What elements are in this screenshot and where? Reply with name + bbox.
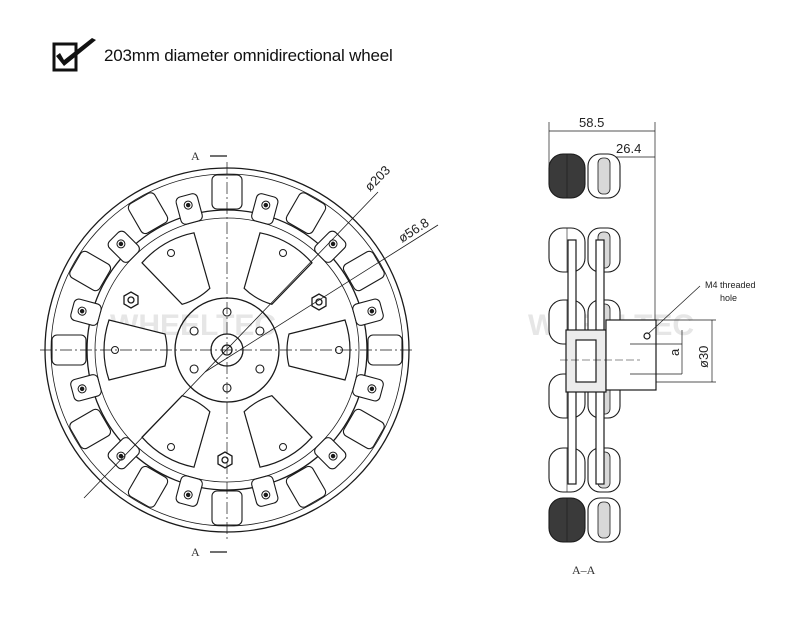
plate-hole bbox=[279, 249, 287, 258]
note-m4-line2: hole bbox=[720, 293, 737, 303]
roller-axle-center bbox=[369, 308, 375, 314]
plate-hole bbox=[279, 442, 287, 451]
side-roller-right bbox=[587, 153, 621, 199]
spoke-cutout bbox=[243, 232, 313, 305]
hex-nut bbox=[311, 293, 327, 311]
roller bbox=[314, 230, 347, 263]
roller-axle-center bbox=[185, 202, 191, 208]
plate-hole bbox=[167, 249, 175, 258]
plate-hole bbox=[167, 442, 175, 451]
dim-width-text: 58.5 bbox=[579, 115, 604, 130]
hub-bolt-hole bbox=[189, 364, 199, 374]
checkmark-box-icon bbox=[52, 38, 96, 72]
side-roller-left bbox=[548, 497, 586, 543]
page-title: 203mm diameter omnidirectional wheel bbox=[104, 46, 393, 65]
roller-body bbox=[69, 250, 112, 292]
dim-a-text: a bbox=[667, 348, 682, 356]
roller bbox=[69, 250, 112, 292]
front-view bbox=[40, 155, 439, 553]
hub-bolt-hole bbox=[255, 364, 265, 374]
spoke-window bbox=[243, 232, 313, 305]
roller-body bbox=[285, 192, 327, 235]
roller-body bbox=[342, 408, 385, 450]
spoke-cutout bbox=[243, 395, 313, 468]
roller-axle-center bbox=[263, 202, 269, 208]
roller-ring bbox=[51, 174, 403, 526]
leader-m4 bbox=[647, 285, 701, 335]
roller-body bbox=[127, 465, 169, 508]
spoke-windows bbox=[103, 232, 351, 468]
spoke-window bbox=[141, 232, 211, 305]
roller bbox=[314, 437, 347, 470]
roller bbox=[342, 408, 385, 450]
side-roller-right bbox=[587, 497, 621, 543]
roller bbox=[285, 465, 327, 508]
title-row: 203mm diameter omnidirectional wheel bbox=[52, 36, 393, 76]
roller bbox=[251, 475, 279, 507]
hex-nut bbox=[217, 451, 233, 469]
section-mark-bottom: A bbox=[191, 545, 200, 559]
roller bbox=[352, 374, 384, 402]
roller bbox=[251, 193, 279, 225]
roller-axle-center bbox=[79, 308, 85, 314]
roller bbox=[352, 298, 384, 326]
hub-bolt-hole bbox=[189, 326, 199, 336]
roller bbox=[127, 465, 169, 508]
roller bbox=[70, 298, 102, 326]
leader-bolt-circle bbox=[204, 224, 439, 373]
roller-axle-center bbox=[330, 453, 336, 459]
side-roller-left bbox=[548, 447, 586, 493]
roller-body bbox=[127, 192, 169, 235]
m4-hole bbox=[643, 332, 651, 340]
side-view bbox=[548, 122, 716, 543]
spoke-window bbox=[243, 395, 313, 468]
roller bbox=[127, 192, 169, 235]
section-label: A–A bbox=[572, 563, 596, 577]
roller-axle-center bbox=[263, 492, 269, 498]
roller-body bbox=[69, 408, 112, 450]
dim-bore-text: ø30 bbox=[696, 346, 711, 368]
roller-axle-center bbox=[185, 492, 191, 498]
hub-bolt-hole bbox=[255, 326, 265, 336]
hex-nut bbox=[123, 291, 139, 309]
note-m4-line1: M4 threaded bbox=[705, 280, 756, 290]
leader-outer bbox=[83, 191, 379, 499]
section-mark-top: A bbox=[191, 149, 200, 163]
roller-axle-center bbox=[369, 386, 375, 392]
side-roller-left bbox=[548, 153, 586, 199]
roller bbox=[342, 250, 385, 292]
hub-shaft bbox=[605, 319, 657, 391]
roller bbox=[107, 437, 140, 470]
dim-hub-text: 26.4 bbox=[616, 141, 641, 156]
roller-axle-center bbox=[118, 241, 124, 247]
roller-axle-center bbox=[118, 453, 124, 459]
roller-body bbox=[285, 465, 327, 508]
roller-axle-center bbox=[330, 241, 336, 247]
roller bbox=[175, 193, 203, 225]
roller bbox=[107, 230, 140, 263]
spoke-window bbox=[286, 319, 351, 381]
roller-core bbox=[597, 157, 611, 195]
spoke-cutout bbox=[286, 319, 351, 381]
dim-outer-diameter: ø203 bbox=[362, 163, 394, 195]
hub-core bbox=[575, 339, 597, 383]
roller-axle-center bbox=[79, 386, 85, 392]
roller bbox=[175, 475, 203, 507]
roller bbox=[285, 192, 327, 235]
roller bbox=[69, 408, 112, 450]
roller bbox=[70, 374, 102, 402]
roller-core bbox=[597, 501, 611, 539]
side-roller-left bbox=[548, 227, 586, 273]
spoke-cutout bbox=[141, 232, 211, 305]
roller-body bbox=[342, 250, 385, 292]
